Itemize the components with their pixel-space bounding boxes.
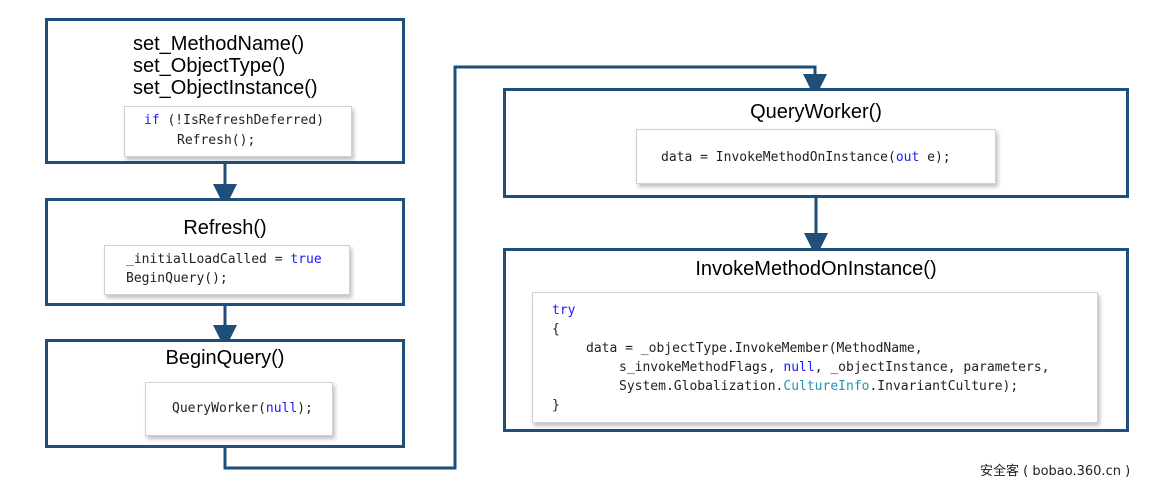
watermark: 安全客 ( bobao.360.cn ) — [980, 464, 1131, 479]
setters-code-block: if (!IsRefreshDeferred) Refresh(); — [124, 106, 352, 157]
arrow-beginquery-to-queryworker — [223, 65, 827, 470]
queryworker-box: QueryWorker() data = InvokeMethodOnInsta… — [503, 88, 1129, 198]
code-keyword: null — [783, 360, 815, 375]
setters-title: set_MethodName() set_ObjectType() set_Ob… — [133, 33, 318, 99]
code-type: CultureInfo — [783, 379, 870, 394]
invoke-code-block: try { data = _objectType.InvokeMember(Me… — [532, 292, 1098, 423]
code-text: Refresh(); — [177, 133, 256, 148]
title-line: set_ObjectType() — [133, 55, 286, 77]
code-line: if (!IsRefreshDeferred) — [144, 113, 324, 129]
code-line: _initialLoadCalled = true — [126, 252, 322, 268]
code-line: } — [552, 398, 560, 414]
queryworker-code-block: data = InvokeMethodOnInstance(out e); — [636, 129, 996, 184]
code-keyword: try — [552, 303, 576, 318]
code-keyword: null — [265, 401, 298, 416]
invoke-title: InvokeMethodOnInstance() — [695, 258, 937, 280]
code-text: e); — [919, 150, 951, 165]
code-text: { — [552, 322, 560, 337]
code-line: Refresh(); — [177, 133, 255, 149]
refresh-box: Refresh() _initialLoadCalled = true Begi… — [45, 198, 405, 306]
title-line: set_MethodName() — [133, 33, 305, 55]
code-text: ); — [297, 401, 313, 416]
code-text: .InvariantCulture); — [869, 379, 1019, 394]
code-text: (!IsRefreshDeferred) — [159, 113, 325, 128]
code-text: BeginQuery(); — [126, 271, 228, 286]
code-line: data = _objectType.InvokeMember(MethodNa… — [586, 341, 923, 357]
code-text: data = _objectType.InvokeMember(MethodNa… — [586, 341, 923, 356]
code-line: try — [552, 303, 575, 319]
refresh-title: Refresh() — [183, 217, 267, 239]
code-text: _initialLoadCalled = — [126, 252, 291, 267]
code-text: System.Globalization. — [619, 379, 784, 394]
code-text: , _objectInstance, parameters, — [814, 360, 1050, 375]
code-text: } — [552, 398, 560, 413]
refresh-code-block: _initialLoadCalled = true BeginQuery(); — [104, 245, 350, 295]
queryworker-title: QueryWorker() — [750, 101, 882, 123]
code-text: s_invokeMethodFlags, — [619, 360, 784, 375]
code-keyword: if — [144, 113, 160, 128]
code-text: QueryWorker( — [172, 401, 266, 416]
code-line: System.Globalization.CultureInfo.Invaria… — [619, 379, 1018, 395]
code-keyword: true — [290, 252, 322, 267]
beginquery-title: BeginQuery() — [165, 347, 285, 369]
beginquery-code-block: QueryWorker(null); — [145, 382, 333, 436]
code-line: { — [552, 322, 560, 338]
invoke-box: InvokeMethodOnInstance() try { data = _o… — [503, 248, 1129, 432]
beginquery-box: BeginQuery() QueryWorker(null); — [45, 339, 405, 448]
code-line: QueryWorker(null); — [172, 401, 313, 417]
code-line: data = InvokeMethodOnInstance(out e); — [661, 150, 951, 166]
code-text: data = InvokeMethodOnInstance( — [661, 150, 896, 165]
code-keyword: out — [895, 150, 920, 165]
title-line: set_ObjectInstance() — [133, 77, 318, 99]
setters-box: set_MethodName() set_ObjectType() set_Ob… — [45, 18, 405, 164]
code-line: BeginQuery(); — [126, 271, 228, 287]
code-line: s_invokeMethodFlags, null, _objectInstan… — [619, 360, 1050, 376]
